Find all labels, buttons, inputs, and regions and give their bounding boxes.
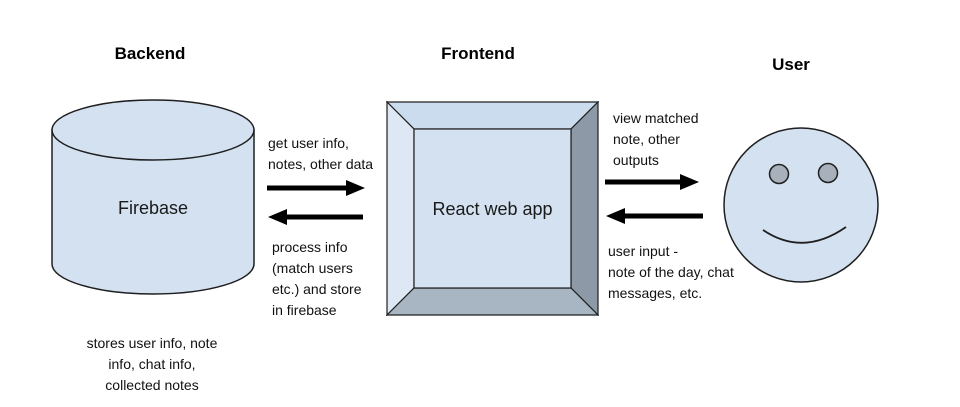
smile-curve	[762, 226, 847, 244]
user-title: User	[772, 55, 810, 74]
user-face-shape	[723, 127, 879, 283]
firebase-database-shape	[51, 99, 255, 295]
left-eye	[768, 163, 790, 185]
arrow-head-left	[268, 209, 287, 225]
react-app-shape	[386, 101, 599, 316]
frontend-title: Frontend	[441, 44, 515, 63]
box-bevel-bottom	[386, 287, 599, 316]
face-circle	[723, 127, 879, 283]
cylinder-body	[51, 129, 255, 295]
backend-title: Backend	[114, 44, 186, 63]
box-bevel-top	[386, 101, 599, 130]
arrow-head-right	[680, 174, 699, 190]
edge-label-process-info: process info (match users etc.) and stor…	[272, 239, 362, 318]
arrow-app-to-user	[605, 174, 699, 190]
edge-label-view-matched: view matched note, other outputs	[613, 110, 699, 168]
edge-label-get-user-info: get user info, notes, other data	[268, 135, 374, 172]
box-inner-panel	[413, 128, 572, 289]
arrow-db-to-app	[267, 180, 365, 196]
edge-label-user-input: user input - note of the day, chat messa…	[608, 243, 734, 301]
firebase-caption: stores user info, note info, chat info, …	[86, 335, 218, 393]
right-eye	[817, 162, 839, 184]
arrow-app-to-db	[268, 209, 363, 225]
arrow-head-left	[606, 208, 625, 224]
arrow-head-right	[346, 180, 365, 196]
cylinder-top	[51, 99, 255, 161]
react-app-label: React web app	[432, 199, 553, 219]
arrow-user-to-app	[606, 208, 703, 224]
firebase-label: Firebase	[117, 198, 189, 218]
